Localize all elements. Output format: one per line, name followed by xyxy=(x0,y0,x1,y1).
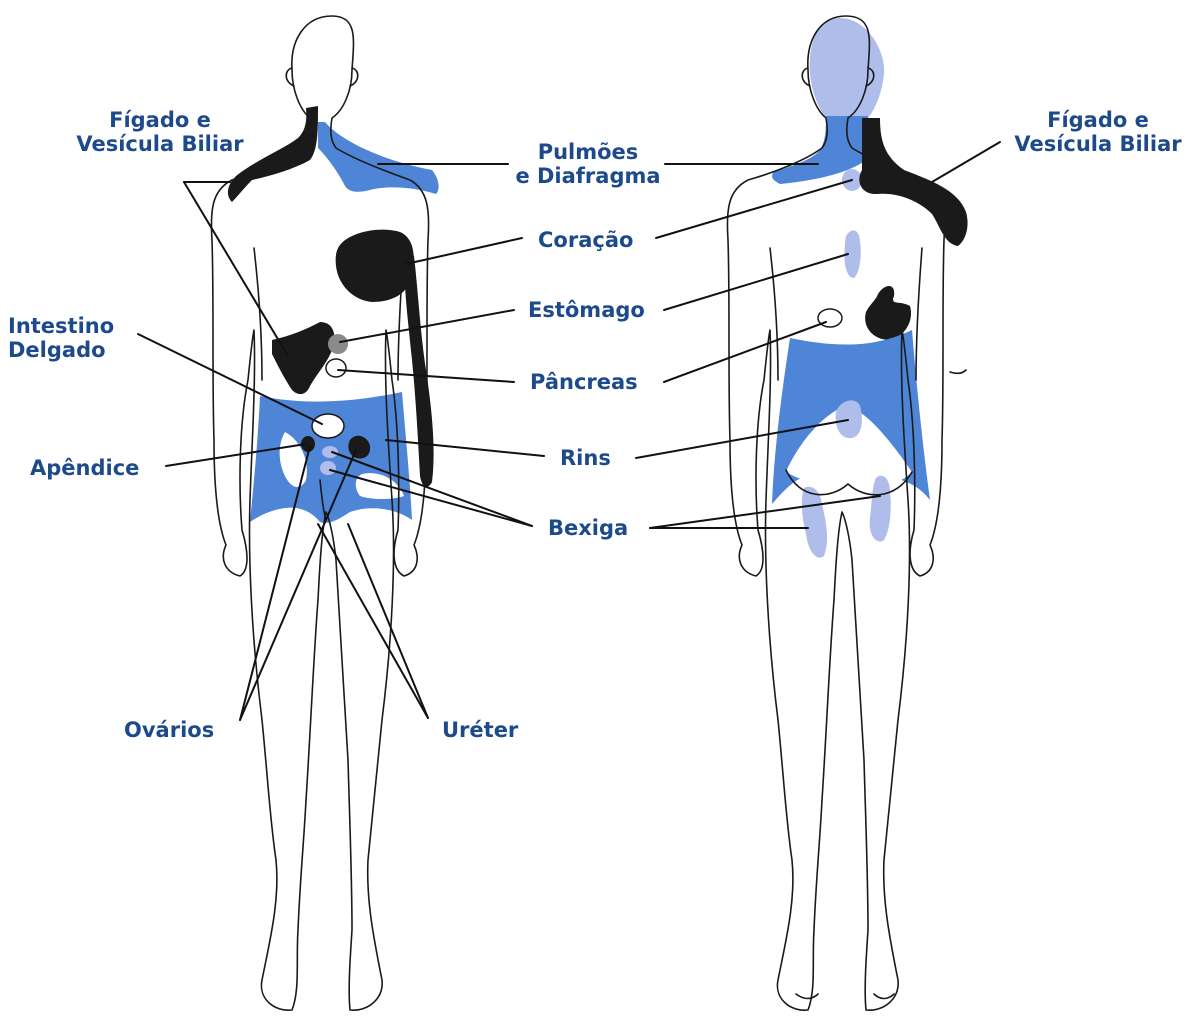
back-liver-shoulder-region xyxy=(859,118,967,246)
label-ovarios: Ovários xyxy=(124,718,214,742)
label-figado-left-line2: Vesícula Biliar xyxy=(60,132,260,156)
front-bladder-point-upper xyxy=(322,446,338,458)
front-lungs-region xyxy=(318,122,439,194)
label-pulmoes-line1: Pulmões xyxy=(500,140,676,164)
back-heel-marks xyxy=(796,994,894,999)
front-body xyxy=(211,16,438,1010)
label-figado-right: Fígado e Vesícula Biliar xyxy=(998,108,1198,156)
front-head-ears xyxy=(286,68,358,86)
label-figado-left-line1: Fígado e xyxy=(60,108,260,132)
label-intestino-line1: Intestino xyxy=(8,314,114,338)
label-pulmoes: Pulmões e Diafragma xyxy=(500,140,676,188)
label-intestino: Intestino Delgado xyxy=(8,314,114,362)
back-gallbladder-region xyxy=(865,286,911,340)
leader-ureter-1 xyxy=(318,524,428,718)
label-pancreas: Pâncreas xyxy=(530,370,638,394)
back-bladder-left-region xyxy=(802,487,827,558)
label-pulmoes-line2: e Diafragma xyxy=(500,164,676,188)
back-elbow-mark xyxy=(950,370,966,373)
back-head-region xyxy=(810,18,884,118)
leader-estomago-right xyxy=(664,254,848,310)
front-intestine-point xyxy=(312,414,344,438)
label-ureter: Uréter xyxy=(442,718,518,742)
leader-rins-left xyxy=(386,440,544,456)
leader-figado-right xyxy=(932,142,1000,182)
label-figado-left: Fígado e Vesícula Biliar xyxy=(60,108,260,156)
label-intestino-line2: Delgado xyxy=(8,338,114,362)
front-pancreas-point xyxy=(326,359,346,377)
label-bexiga: Bexiga xyxy=(548,516,628,540)
leader-figado-left-1 xyxy=(184,182,288,356)
label-figado-right-line1: Fígado e xyxy=(998,108,1198,132)
leader-coracao-right xyxy=(656,180,852,238)
label-coracao: Coração xyxy=(538,228,633,252)
front-stomach-point xyxy=(328,334,348,354)
label-estomago: Estômago xyxy=(528,298,645,322)
front-bladder-point-lower xyxy=(320,461,336,475)
label-figado-right-line2: Vesícula Biliar xyxy=(998,132,1198,156)
label-apendice: Apêndice xyxy=(30,456,139,480)
leader-coracao-left xyxy=(406,238,522,264)
label-rins: Rins xyxy=(560,446,611,470)
front-intestine-region xyxy=(272,322,334,394)
front-heart-arm-region xyxy=(404,256,434,487)
